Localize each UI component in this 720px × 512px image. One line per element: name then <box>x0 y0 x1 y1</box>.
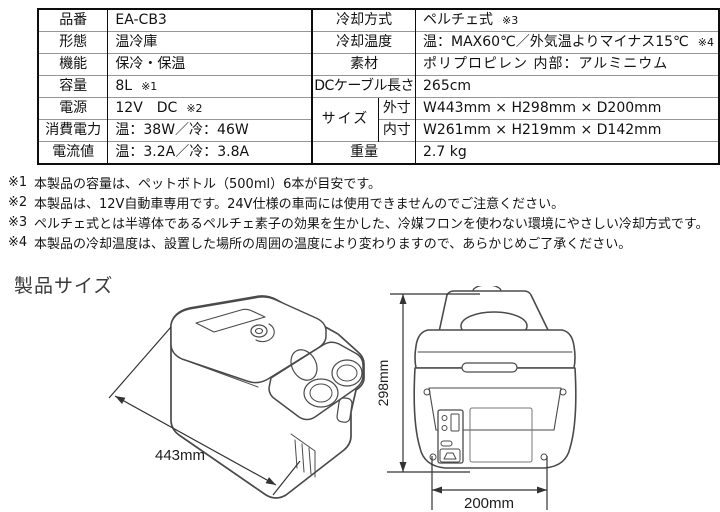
footnote-text: 本製品は、12V自動車専用です。24V仕様の車両には使用できませんのでご注意くだ… <box>34 196 565 212</box>
function-value: 保冷・保温 <box>107 53 313 76</box>
size-outer-value: W443mm × H298mm × D200mm <box>415 97 719 120</box>
dimension-label-width: 443mm <box>155 447 205 464</box>
section-title-product-size: 製品サイズ <box>14 275 114 297</box>
material-value: ポリプロピレン 内部：アルミニウム <box>415 53 719 76</box>
footnote-4: ※4 本製品の冷却温度は、設置した場所の周囲の温度により変わりますので、あらかじ… <box>8 232 720 252</box>
footnote-text: 本製品の容量は、ペットボトル（500ml）6本が目安です。 <box>34 176 382 192</box>
isometric-view-svg: 443mm <box>108 295 365 499</box>
model-number-value: EA-CB3 <box>107 9 313 32</box>
model-number-label: 品番 <box>59 12 88 28</box>
material-label: 素材 <box>311 53 416 76</box>
footnote-mark: ※4 <box>8 234 28 250</box>
capacity-value: 8L※1 <box>107 75 313 98</box>
size-outer-label: 外寸 <box>377 97 416 120</box>
row-function-material: 機能 保冷・保温 素材 ポリプロピレン 内部：アルミニウム <box>38 53 719 76</box>
power-label: 電源 <box>38 97 108 120</box>
cooling-temp-label: 冷却温度 <box>311 31 416 54</box>
dc-cable-length-label: DCケーブル長さ <box>311 75 416 98</box>
cooling-method-label: 冷却方式 <box>311 9 416 32</box>
size-inner-value: W261mm × H219mm × D142mm <box>415 119 719 142</box>
type-label: 形態 <box>38 31 108 54</box>
row-current-weight: 電流値 温：3.2A／冷：3.8A 重量 2.7 kg <box>38 141 719 164</box>
cooling-method-value: ペルチェ式※3 <box>415 9 719 32</box>
function-label: 機能 <box>38 53 108 76</box>
row-capacity-cable: 容量 8L※1 DCケーブル長さ 265cm <box>38 75 719 98</box>
product-front-drawing: 298mm 200mm <box>375 286 647 512</box>
weight-label: 重量 <box>311 141 416 164</box>
capacity-label: 容量 <box>38 75 108 98</box>
current-value: 温：3.2A／冷：3.8A <box>107 141 313 164</box>
footnote-mark: ※2 <box>8 194 28 210</box>
footnote-2: ※2 本製品は、12V自動車専用です。24V仕様の車両には使用できませんのでご注… <box>8 192 720 212</box>
row-consumption-size-inner: 消費電力 温：38W／冷：46W 内寸 W261mm × H219mm × D1… <box>38 119 719 142</box>
front-view-svg: 298mm 200mm <box>375 286 577 512</box>
row-type-cooling-temp: 形態 温冷庫 冷却温度 温：MAX60℃／外気温よりマイナス15℃※4 <box>38 31 719 54</box>
power-consumption-label: 消費電力 <box>38 119 108 142</box>
footnote-1: ※1 本製品の容量は、ペットボトル（500ml）6本が目安です。 <box>8 172 720 192</box>
spec-table: 品番 EA-CB3 冷却方式 ペルチェ式※3 形態 温冷庫 冷却温度 温：MAX… <box>37 8 720 165</box>
dimension-label-height: 298mm <box>375 360 391 407</box>
dimension-label-depth: 200mm <box>464 495 514 512</box>
footnotes: ※1 本製品の容量は、ペットボトル（500ml）6本が目安です。 ※2 本製品は… <box>8 172 720 252</box>
current-label: 電流値 <box>38 141 108 164</box>
row-model-cooling-method: 品番 EA-CB3 冷却方式 ペルチェ式※3 <box>38 9 719 32</box>
footnote-mark: ※1 <box>8 174 28 190</box>
power-consumption-value: 温：38W／冷：46W <box>107 119 313 142</box>
row-power-size-outer: 電源 12V DC※2 サイズ 外寸 W443mm × H298mm × D20… <box>38 97 719 142</box>
size-label: サイズ <box>311 97 379 142</box>
footnote-text: 本製品の冷却温度は、設置した場所の周囲の温度により変わりますので、あらかじめご了… <box>34 236 632 252</box>
weight-value: 2.7 kg <box>415 141 719 164</box>
cooling-temp-value: 温：MAX60℃／外気温よりマイナス15℃※4 <box>415 31 719 54</box>
footnote-3: ※3 ペルチェ式とは半導体であるペルチェ素子の効果を生かした、冷媒フロンを使わな… <box>8 212 720 232</box>
product-isometric-drawing: 443mm <box>108 292 370 510</box>
size-inner-label: 内寸 <box>377 119 416 142</box>
footnote-text: ペルチェ式とは半導体であるペルチェ素子の効果を生かした、冷媒フロンを使わない環境… <box>34 216 709 232</box>
dc-cable-length-value: 265cm <box>415 75 719 98</box>
footnote-mark: ※3 <box>8 214 28 230</box>
power-value: 12V DC※2 <box>107 97 313 120</box>
type-value: 温冷庫 <box>107 31 313 54</box>
